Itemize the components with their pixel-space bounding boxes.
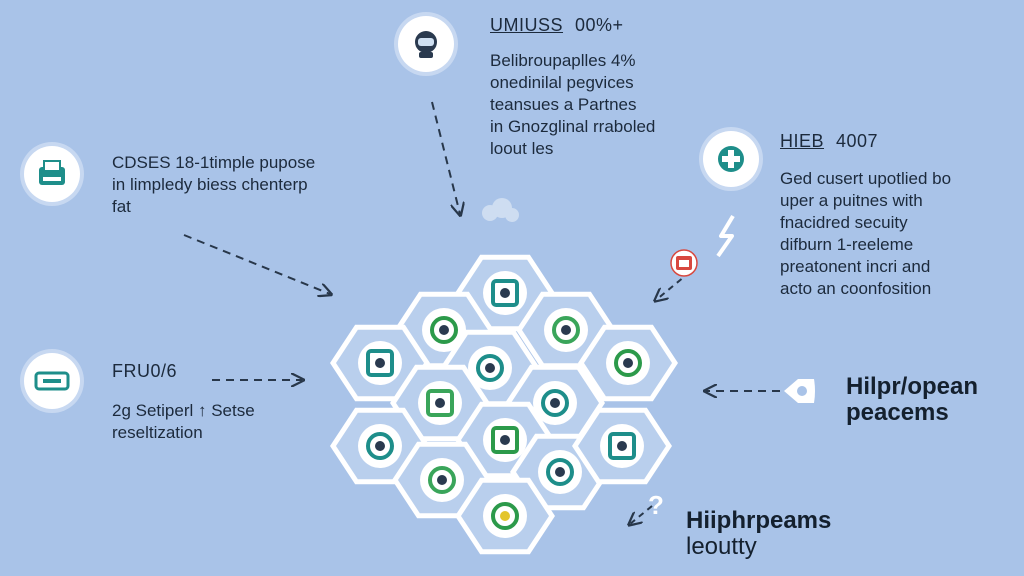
arrow-top-to-center — [431, 101, 460, 214]
left-top-block: CDSES 18-1timple pupose in limpledy bies… — [112, 152, 372, 218]
astronaut-helmet-icon — [398, 16, 454, 72]
cloud-icon — [482, 198, 519, 222]
question-icon: ? — [648, 490, 664, 520]
line: uper a puitnes with — [780, 191, 923, 210]
server-icon — [600, 424, 644, 468]
title-value: 00%+ — [575, 15, 624, 35]
line: in limpledy biess chenterp — [112, 175, 308, 194]
line: onedinilal pegvices — [490, 73, 634, 92]
right-top-block: HIEB 4007 Ged cusert upotlied bo uper a p… — [780, 130, 1000, 300]
hex-cell — [455, 477, 555, 555]
line: Hiiphrpeams — [686, 507, 832, 534]
title-value: 4007 — [836, 131, 879, 151]
factory-icon — [468, 346, 512, 390]
line: CDSES 18-1timple pupose — [112, 153, 316, 172]
plus-icon — [703, 131, 759, 187]
top-center-block: UMIUSS 00%+ Belibroupaplles 4% onedinilal… — [490, 14, 690, 160]
tools-icon — [538, 450, 582, 494]
cube-icon — [358, 341, 402, 385]
magnifier-icon — [533, 381, 577, 425]
arrow-righttop-to-center — [656, 271, 691, 300]
hill-icon — [422, 308, 466, 352]
line: Belibroupaplles 4% — [490, 51, 636, 70]
bolt-icon — [716, 214, 735, 258]
hex-cell — [572, 407, 672, 485]
line: leoutty — [686, 533, 757, 560]
printer-icon — [24, 146, 80, 202]
card-icon — [24, 353, 80, 409]
line: Ged cusert upotlied bo — [780, 169, 952, 188]
title-label: HIEB — [780, 131, 825, 151]
block-title: FRU0/6 — [112, 361, 178, 381]
calendar-icon — [670, 249, 698, 277]
line: acto an coonfosition — [780, 279, 932, 298]
hex-cell — [390, 364, 490, 442]
gate-icon — [483, 418, 527, 462]
tree-icon — [418, 381, 462, 425]
hex-cell — [330, 324, 430, 402]
arrow-left-icon — [782, 376, 816, 406]
right-middle-label: Hilpr/opean peacems — [846, 374, 978, 426]
line: teansues a Partnes — [490, 95, 637, 114]
arrow-bottomright-to-center — [630, 505, 653, 524]
hex-cell — [578, 324, 678, 402]
line: preatonent incri and — [780, 257, 931, 276]
title-label: UMIUSS — [490, 15, 564, 35]
hex-cell — [455, 254, 555, 332]
money-icon — [483, 494, 527, 538]
people-icon — [420, 458, 464, 502]
line: difburn 1-reeleme — [780, 235, 914, 254]
line: Hilpr/opean — [846, 373, 979, 400]
window-icon — [544, 308, 588, 352]
arrow-lefttop-to-center — [183, 234, 330, 294]
block-title: HIEB 4007 — [780, 130, 1000, 152]
shield-icon — [358, 424, 402, 468]
line: 2g Setiperl ↑ Setse — [112, 401, 255, 420]
left-bottom-block: FRU0/6 2g Setiperl ↑ Setse reseltization — [112, 360, 332, 444]
line: in Gnozglinal rraboled — [490, 117, 656, 136]
bottom-right-label: Hiiphrpeams leoutty — [686, 508, 831, 560]
line: reseltization — [112, 423, 203, 442]
block-title: UMIUSS 00%+ — [490, 14, 690, 36]
document-icon — [483, 271, 527, 315]
line: fat — [112, 197, 131, 216]
line: fnacidred secuity — [780, 213, 908, 232]
line: peacems — [846, 399, 949, 426]
gear-people-icon — [606, 341, 650, 385]
line: loout les — [490, 139, 554, 158]
